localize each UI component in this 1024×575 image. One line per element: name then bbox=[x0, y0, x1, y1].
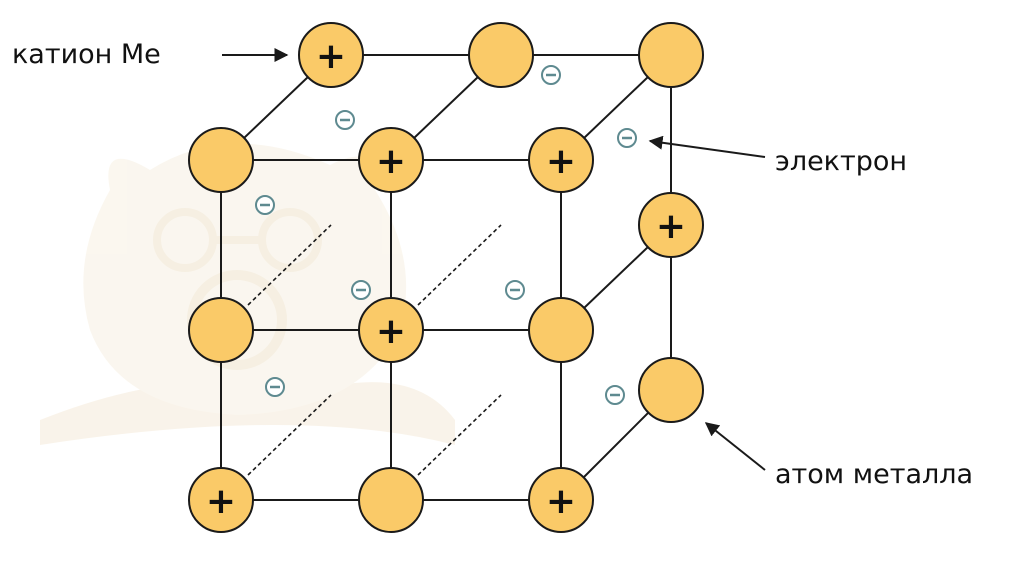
cation: + bbox=[188, 467, 254, 533]
metal-atom bbox=[638, 22, 704, 88]
svg-text:+: + bbox=[376, 311, 406, 352]
svg-text:+: + bbox=[206, 481, 236, 522]
electron bbox=[265, 377, 285, 397]
electrons bbox=[255, 65, 637, 405]
label-electron: электрон bbox=[775, 146, 907, 177]
electron bbox=[335, 110, 355, 130]
cation: + bbox=[528, 467, 594, 533]
metal-atom bbox=[188, 297, 254, 363]
cation: + bbox=[528, 127, 594, 193]
arrow-left-icon bbox=[648, 135, 766, 158]
cation: + bbox=[298, 22, 364, 88]
arrows bbox=[222, 48, 766, 471]
hidden-bonds bbox=[247, 224, 502, 476]
metal-atom bbox=[638, 357, 704, 423]
arrow-left-icon bbox=[704, 422, 766, 471]
cation: + bbox=[638, 192, 704, 258]
electron bbox=[255, 195, 275, 215]
svg-text:+: + bbox=[546, 481, 576, 522]
label-cation: катион Me bbox=[12, 39, 161, 70]
watermark-bear-icon bbox=[40, 143, 455, 445]
metal-atom bbox=[528, 297, 594, 363]
cation: + bbox=[358, 127, 424, 193]
metal-atoms bbox=[188, 22, 704, 533]
metal-atom bbox=[188, 127, 254, 193]
cation: + bbox=[358, 297, 424, 363]
electron bbox=[541, 65, 561, 85]
cations: + + + + + + + bbox=[188, 22, 704, 533]
metal-atom bbox=[358, 467, 424, 533]
svg-text:+: + bbox=[546, 141, 576, 182]
metal-atom bbox=[468, 22, 534, 88]
electron bbox=[605, 385, 625, 405]
electron bbox=[617, 128, 637, 148]
svg-text:+: + bbox=[316, 36, 346, 77]
label-atom: атом металла bbox=[775, 459, 973, 490]
svg-text:+: + bbox=[376, 141, 406, 182]
electron bbox=[351, 280, 371, 300]
electron bbox=[505, 280, 525, 300]
svg-text:+: + bbox=[656, 206, 686, 247]
